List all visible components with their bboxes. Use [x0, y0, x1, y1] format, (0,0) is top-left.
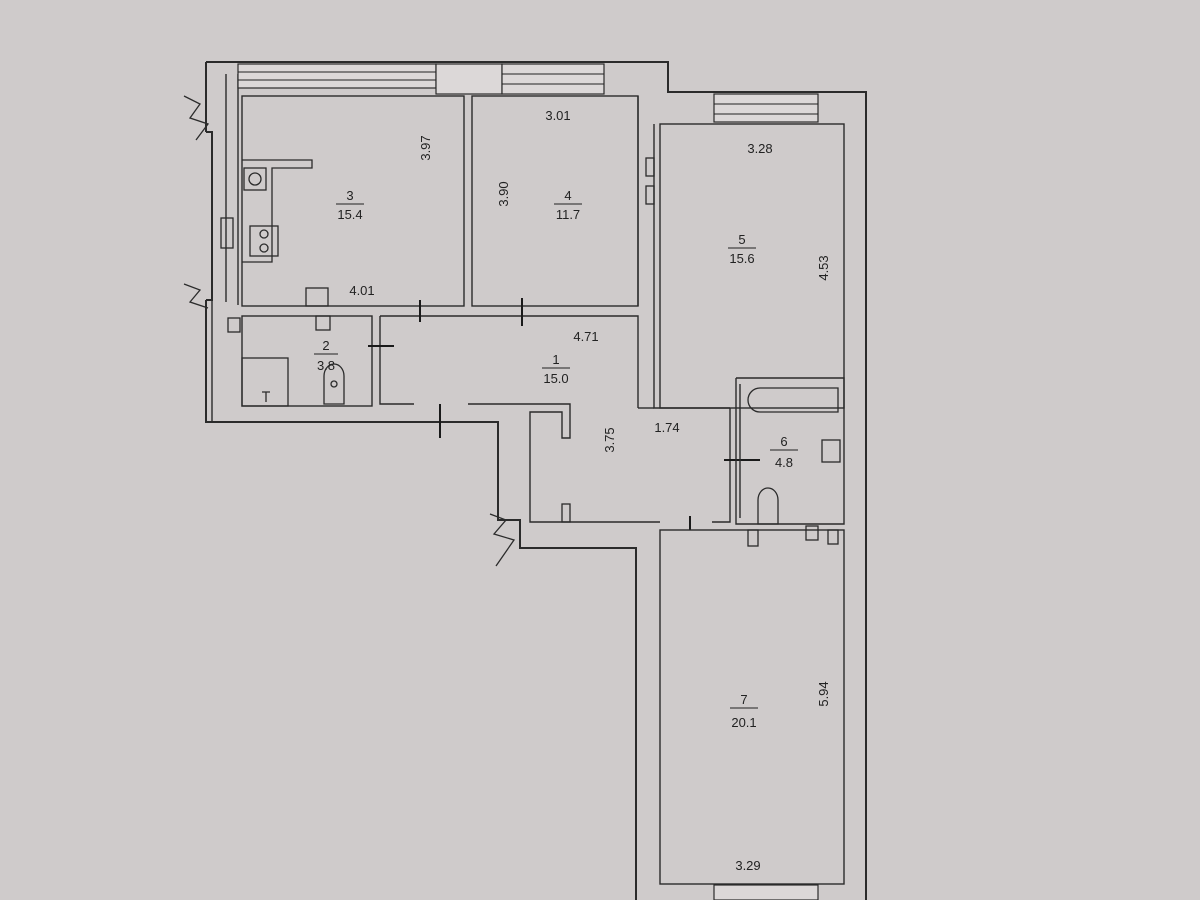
room-6 [735, 377, 845, 547]
room-5-area: 15.6 [729, 251, 754, 266]
room-2-number: 2 [322, 338, 329, 353]
room-2 [227, 315, 373, 407]
toilet-icon [757, 487, 779, 525]
balcony-door [435, 63, 503, 95]
room-2-area: 3.8 [317, 358, 335, 373]
room-3 [220, 95, 465, 307]
dim-room5-height: 4.53 [816, 255, 831, 280]
room-4-area: 11.7 [556, 207, 580, 222]
break-lines [183, 95, 516, 567]
room-7-number: 7 [740, 692, 747, 707]
dim-room4-height: 3.90 [496, 181, 511, 206]
sink-icon [243, 167, 267, 191]
room-3-number: 3 [346, 188, 353, 203]
room-5-number: 5 [738, 232, 745, 247]
outer-walls [205, 61, 867, 900]
washbasin-icon [315, 315, 331, 331]
washbasin-icon [821, 439, 841, 463]
dimension-labels: 3.97 4.01 3.01 3.90 3.28 4.53 4.71 3.75 … [349, 108, 831, 873]
room-6-area: 4.8 [775, 455, 793, 470]
dim-room3-width: 4.01 [349, 283, 374, 298]
stove-icon [249, 225, 279, 257]
dim-room3-height: 3.97 [418, 135, 433, 160]
dim-room7-height: 5.94 [816, 681, 831, 706]
bathtub-icon [747, 387, 839, 413]
room-4-number: 4 [564, 188, 571, 203]
room-1-area: 15.0 [543, 371, 568, 386]
room-3-area: 15.4 [337, 207, 362, 222]
room-1-hall [368, 298, 760, 530]
dim-room5-width: 3.28 [747, 141, 772, 156]
dim-hall-height: 3.75 [602, 427, 617, 452]
room-1-number: 1 [552, 352, 559, 367]
shower-icon [241, 357, 289, 407]
dim-hall-passage: 1.74 [654, 420, 679, 435]
radiator-icon [220, 217, 234, 249]
room-6-number: 6 [780, 434, 787, 449]
toilet-icon [323, 363, 345, 405]
windows [237, 63, 819, 900]
dim-room4-width: 3.01 [545, 108, 570, 123]
dim-hall-width: 4.71 [573, 329, 598, 344]
room-7 [659, 529, 845, 885]
dim-room7-width: 3.29 [735, 858, 760, 873]
room-7-area: 20.1 [731, 715, 756, 730]
room-labels: 3 15.4 4 11.7 5 15.6 2 3.8 1 15.0 6 4.8 … [314, 188, 798, 730]
